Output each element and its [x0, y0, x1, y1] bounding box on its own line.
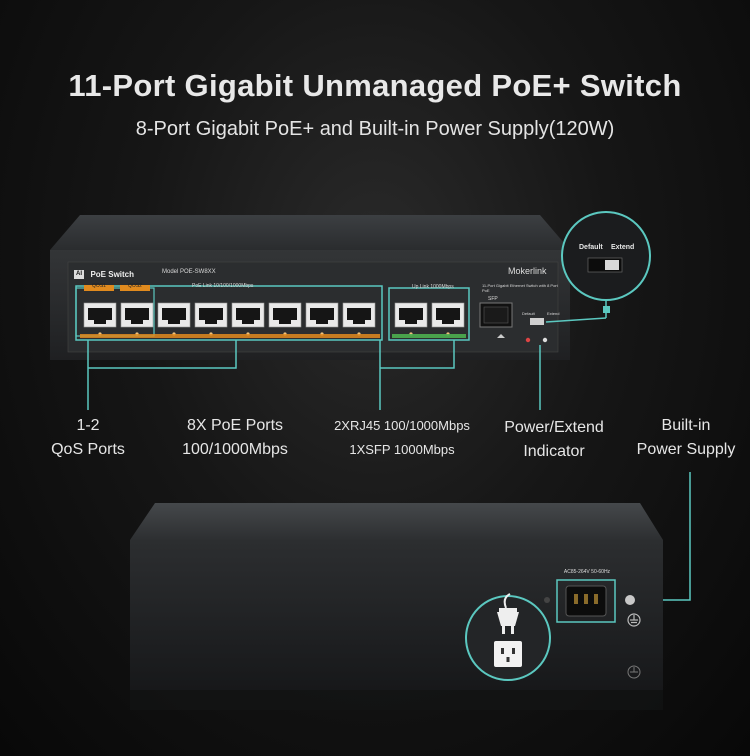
- zoom-connector-dot: [603, 306, 610, 313]
- callout-uplink: 2XRJ45 100/1000Mbps 1XSFP 1000Mbps: [318, 414, 486, 462]
- ground-icon-lower: [627, 665, 641, 679]
- uplink-port-group: [394, 302, 465, 336]
- ai-badge-icon: AI: [74, 270, 84, 280]
- poe-port-1-jack: [88, 308, 112, 324]
- side-note: 11-Port Gigabit Ethernet Switch with 8 P…: [482, 283, 558, 293]
- poe-port-3-jack: [162, 308, 186, 324]
- ground-icon: [627, 613, 641, 627]
- uplink-led-strip: [392, 334, 466, 338]
- screw-left: [544, 597, 550, 603]
- ground-terminal: [625, 595, 635, 605]
- qos2-label-bar: [120, 285, 150, 291]
- callout-poe: 8X PoE Ports 100/1000Mbps: [160, 414, 310, 462]
- callout-poe-line1: 8X PoE Ports: [186, 417, 284, 434]
- dip-switch-zoom-inset: [561, 211, 651, 301]
- uplink-port-2-jack: [436, 308, 460, 324]
- poe-port-5-jack: [236, 308, 260, 324]
- sfp-label: SFP: [488, 296, 498, 302]
- model-label: Model POE-SW8XX: [162, 269, 216, 275]
- sfp-arrow-icon: [497, 334, 505, 338]
- qos2-label: QOS2: [128, 283, 142, 289]
- uplink-group-label: Up Link 1000Mbps: [412, 284, 454, 290]
- inlet-pin-center: [584, 594, 588, 604]
- rear-unit-top-surface: [130, 503, 663, 540]
- sfp-port-cage: [483, 306, 509, 324]
- switch-top-surface: [50, 215, 570, 250]
- callout-uplink-line1: 2XRJ45 100/1000Mbps: [334, 418, 470, 433]
- callout-poe-line2: 100/1000Mbps: [182, 441, 288, 458]
- poe-port-8-jack: [347, 308, 371, 324]
- zoom-switch-toggle: [605, 260, 619, 270]
- power-outlet-icon: [494, 641, 522, 667]
- rear-unit-base: [130, 690, 663, 710]
- power-rating-label: AC85-264V 50-60Hz: [563, 569, 611, 575]
- poe-port-2-jack: [125, 308, 149, 324]
- inlet-pin-left: [574, 594, 578, 604]
- uplink-ports-outline: [388, 287, 470, 341]
- zoom-extend-label: Extend: [611, 244, 635, 251]
- switch-mode-default-label: Default: [522, 311, 535, 316]
- zoom-default-label: Default: [579, 244, 603, 251]
- page-subtitle: 8-Port Gigabit PoE+ and Built-in Power S…: [135, 118, 615, 140]
- poe-leader-horizontal: [88, 340, 237, 369]
- power-plug-icon: [497, 593, 519, 634]
- poe-port-6-jack: [273, 308, 297, 324]
- mode-dip-switch[interactable]: [530, 318, 544, 325]
- poe-port-4-jack: [199, 308, 223, 324]
- uplink-leader-horizontal: [380, 340, 455, 369]
- page-title: 11-Port Gigabit Unmanaged PoE+ Switch: [68, 68, 682, 103]
- callout-qos: 1-2 QoS Ports: [28, 414, 148, 462]
- power-led: [525, 337, 531, 343]
- qos1-label: QOS1: [92, 283, 106, 289]
- poe-port-7-jack: [310, 308, 334, 324]
- extend-led: [542, 337, 548, 343]
- zoom-connector-line-2: [545, 317, 607, 323]
- inlet-pin-right: [594, 594, 598, 604]
- poe-switch-label: PoE Switch: [90, 270, 135, 280]
- callout-uplink-line2: 1XSFP 1000Mbps: [349, 442, 455, 457]
- poe-led-strip: [80, 334, 380, 338]
- callout-indicator-line1: Power/Extend: [504, 419, 604, 436]
- callout-indicator: Power/Extend Indicator: [488, 416, 620, 464]
- power-inlet-outline: [556, 579, 616, 623]
- brand-logo: Mokerlink: [508, 266, 547, 276]
- callout-indicator-line2: Indicator: [523, 443, 585, 460]
- callout-power-line1: Built-in: [661, 417, 711, 434]
- qos1-label-bar: [84, 285, 114, 291]
- uplink-port-1-jack: [399, 308, 423, 324]
- callout-power: Built-in Power Supply: [624, 414, 748, 462]
- callout-power-line2: Power Supply: [636, 441, 736, 458]
- poe-switch-badge: AI PoE Switch: [74, 266, 134, 284]
- poe-group-label: PoE Link 10/100/1000Mbps: [192, 283, 254, 289]
- callout-qos-line2: QoS Ports: [51, 441, 125, 458]
- switch-mode-extend-label: Extend: [547, 311, 560, 316]
- callout-qos-line1: 1-2: [76, 417, 100, 434]
- poe-port-group: [83, 302, 376, 336]
